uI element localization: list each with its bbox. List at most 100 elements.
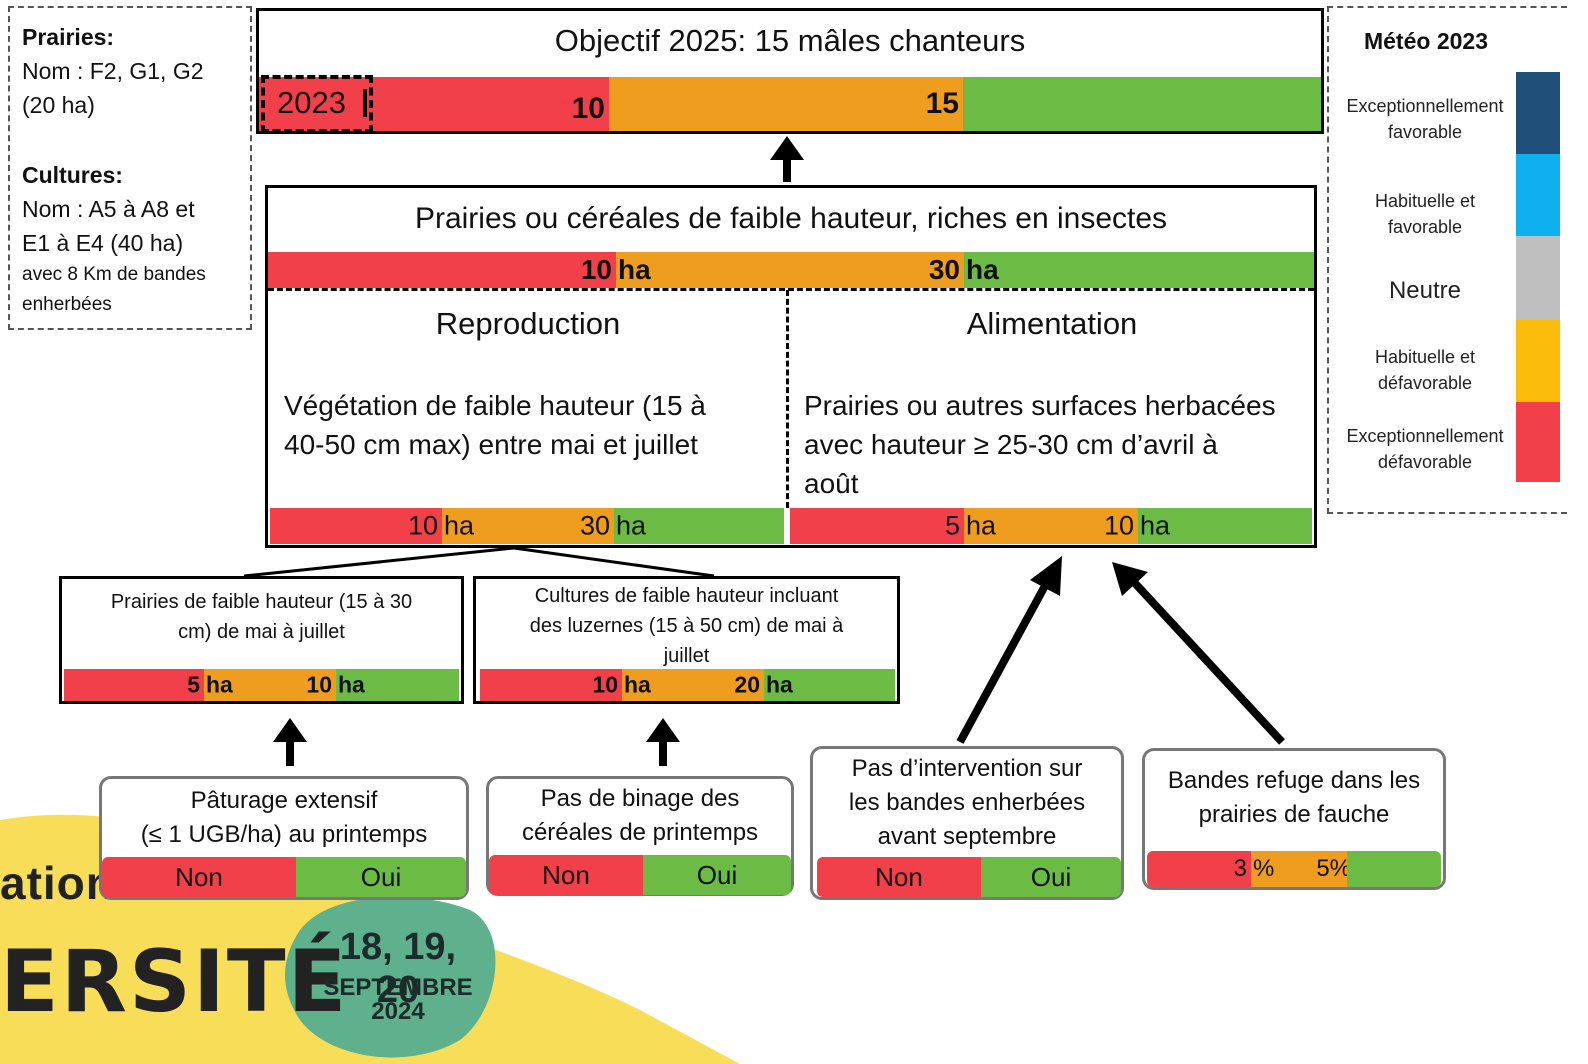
meteo-label-line: Exceptionnellement xyxy=(1346,96,1504,116)
scale-orange-segment: ha 30 xyxy=(442,508,614,544)
practice-no-option: Non xyxy=(489,855,643,895)
scale-green-segment xyxy=(963,77,1321,131)
sub-indicator-low-value: 5 xyxy=(187,671,200,698)
refuge-high-value: 5% xyxy=(1316,855,1351,882)
arrow-up-objective xyxy=(770,136,804,182)
meteo-label-usually-favorable: Habituelle et favorable xyxy=(1330,188,1520,240)
habitat-low-value: 10 xyxy=(580,254,612,285)
alimentation-low-value: 5 xyxy=(944,510,960,541)
date-badge-shape xyxy=(285,896,496,1058)
reproduction-low-value: 10 xyxy=(407,510,438,541)
practice-yes-option: Oui xyxy=(643,855,791,895)
scale-red-segment: 5 xyxy=(64,669,204,701)
sub-indicator-scale-bar: 10 ha 20 ha xyxy=(480,669,895,701)
year-2023-indicator xyxy=(363,89,367,117)
habitat-dashdot-separator xyxy=(268,288,1314,291)
practice-text-1: Pas de binage des xyxy=(540,785,740,812)
sub-indicator-high-unit: ha xyxy=(766,671,793,698)
meteo-label-exceptionally-unfavorable: Exceptionnellement défavorable xyxy=(1330,423,1520,475)
meteo-label-line: Habituelle et xyxy=(1374,191,1476,211)
sub-indicator-scale-bar: 5 ha 10 ha xyxy=(64,669,459,701)
meteo-color-usually-unfavorable xyxy=(1516,320,1560,402)
meteo-color-neutral xyxy=(1516,236,1560,320)
practice-text-2: les bandes enherbées xyxy=(848,789,1086,816)
sub-indicator-high-unit: ha xyxy=(338,671,365,698)
practice-text-2: céréales de printemps xyxy=(521,819,759,846)
scale-orange-segment: ha 10 xyxy=(204,669,336,701)
prairies-title: Prairies: xyxy=(22,24,115,50)
cultures-title: Cultures: xyxy=(22,162,123,188)
alimentation-high-value: 10 xyxy=(1103,510,1134,541)
habitat-high-value: 30 xyxy=(928,254,960,285)
reproduction-description-2: 40-50 cm max) entre mai et juillet xyxy=(284,429,698,460)
reproduction-title: Reproduction xyxy=(435,306,621,341)
meteo-label-line: Neutre xyxy=(1388,277,1462,304)
cultures-name-2: E1 à E4 (40 ha) xyxy=(22,230,184,256)
reproduction-scale-bar: 10 ha 30 ha xyxy=(270,508,784,544)
practice-yes-no-bar: Non Oui xyxy=(489,855,791,895)
meteo-label-exceptionally-favorable: Exceptionnellement favorable xyxy=(1330,93,1520,145)
meteo-label-usually-unfavorable: Habituelle et défavorable xyxy=(1330,344,1520,396)
year-2023-label: 2023 xyxy=(277,85,346,120)
reproduction-high-value: 30 xyxy=(579,510,610,541)
cultures-note: avec 8 Km de bandes xyxy=(22,264,206,285)
practice-intervention: Pas d’intervention sur les bandes enherb… xyxy=(810,746,1124,900)
habitat-scale-bar: 10 ha 30 ha xyxy=(268,252,1314,288)
scale-orange-segment: 15 xyxy=(609,77,963,131)
scale-orange-segment: ha 20 xyxy=(622,669,764,701)
sub-indicator-high-value: 20 xyxy=(734,671,760,698)
cultures-note-2: enherbées xyxy=(22,294,112,315)
arrow-up-binage xyxy=(646,718,680,766)
prairies-name: Nom : F2, G1, G2 xyxy=(22,58,204,84)
scale-orange-segment: ha 10 xyxy=(964,508,1138,544)
objective-box: Objectif 2025: 15 mâles chanteurs 10 15 … xyxy=(256,8,1324,134)
practice-bandes-refuge: Bandes refuge dans les prairies de fauch… xyxy=(1142,748,1446,890)
scale-orange-segment: ha 30 xyxy=(616,252,964,288)
scale-green-segment: ha xyxy=(1138,508,1312,544)
sub-indicator-text-1: Prairies de faible hauteur (15 à 30 xyxy=(110,591,413,613)
alimentation-scale-bar: 5 ha 10 ha xyxy=(790,508,1312,544)
objective-threshold-low: 10 xyxy=(571,92,605,126)
meteo-label-line: Exceptionnellement xyxy=(1346,426,1504,446)
prairies-area: (20 ha) xyxy=(22,92,95,118)
meteo-label-neutral: Neutre xyxy=(1330,278,1520,304)
practice-binage: Pas de binage des céréales de printemps … xyxy=(486,776,794,896)
sub-indicator-low-value: 10 xyxy=(592,671,618,698)
reproduction-high-unit: ha xyxy=(616,510,647,541)
practice-scale-bar: 3 % 5% xyxy=(1147,851,1441,887)
banner-year: 2024 xyxy=(371,998,425,1025)
sub-indicator-cultures: Cultures de faible hauteur incluant des … xyxy=(473,576,900,704)
scale-orange-segment: % 5% xyxy=(1251,851,1351,887)
arrow-diagonal-bandes-refuge xyxy=(1112,562,1285,745)
practice-text-2: prairies de fauche xyxy=(1198,801,1390,828)
cultures-name: Nom : A5 à A8 et xyxy=(22,196,195,222)
banner-text-ersite: ERSITÉ xyxy=(0,932,349,1032)
scale-red-segment: 10 xyxy=(270,508,442,544)
practice-yes-option: Oui xyxy=(981,857,1121,897)
sub-indicator-text-2: des luzernes (15 à 50 cm) de mai à xyxy=(529,615,844,637)
meteo-label-line: favorable xyxy=(1387,122,1463,142)
scale-green-segment: ha xyxy=(764,669,895,701)
scale-red-segment: 5 xyxy=(790,508,964,544)
alimentation-title: Alimentation xyxy=(966,306,1138,341)
practice-yes-option: Oui xyxy=(296,857,466,897)
scale-green-segment: ha xyxy=(336,669,459,701)
scale-green-segment xyxy=(1347,851,1441,887)
scale-red-segment: 3 xyxy=(1147,851,1251,887)
alimentation-description-1: Prairies ou autres surfaces herbacées xyxy=(804,390,1276,421)
arrow-up-paturage xyxy=(273,718,307,766)
meteo-title: Météo 2023 xyxy=(1363,28,1488,54)
site-info-box: Prairies: Nom : F2, G1, G2 (20 ha) Cultu… xyxy=(8,6,252,330)
alimentation-low-unit: ha xyxy=(966,510,997,541)
practice-text-2: (≤ 1 UGB/ha) au printemps xyxy=(140,821,428,848)
refuge-low-value: 3 xyxy=(1233,855,1247,882)
year-2023-marker: 2023 xyxy=(261,75,373,133)
habitat-box: Prairies ou céréales de faible hauteur, … xyxy=(265,185,1317,548)
practice-text-1: Bandes refuge dans les xyxy=(1167,767,1421,794)
sub-indicator-low-unit: ha xyxy=(206,671,233,698)
scale-red-segment: 10 xyxy=(268,252,616,288)
alimentation-description-3: août xyxy=(804,468,859,499)
scale-green-segment: ha xyxy=(614,508,784,544)
objective-threshold-high: 15 xyxy=(925,87,959,120)
practice-text-3: avant septembre xyxy=(877,823,1057,850)
